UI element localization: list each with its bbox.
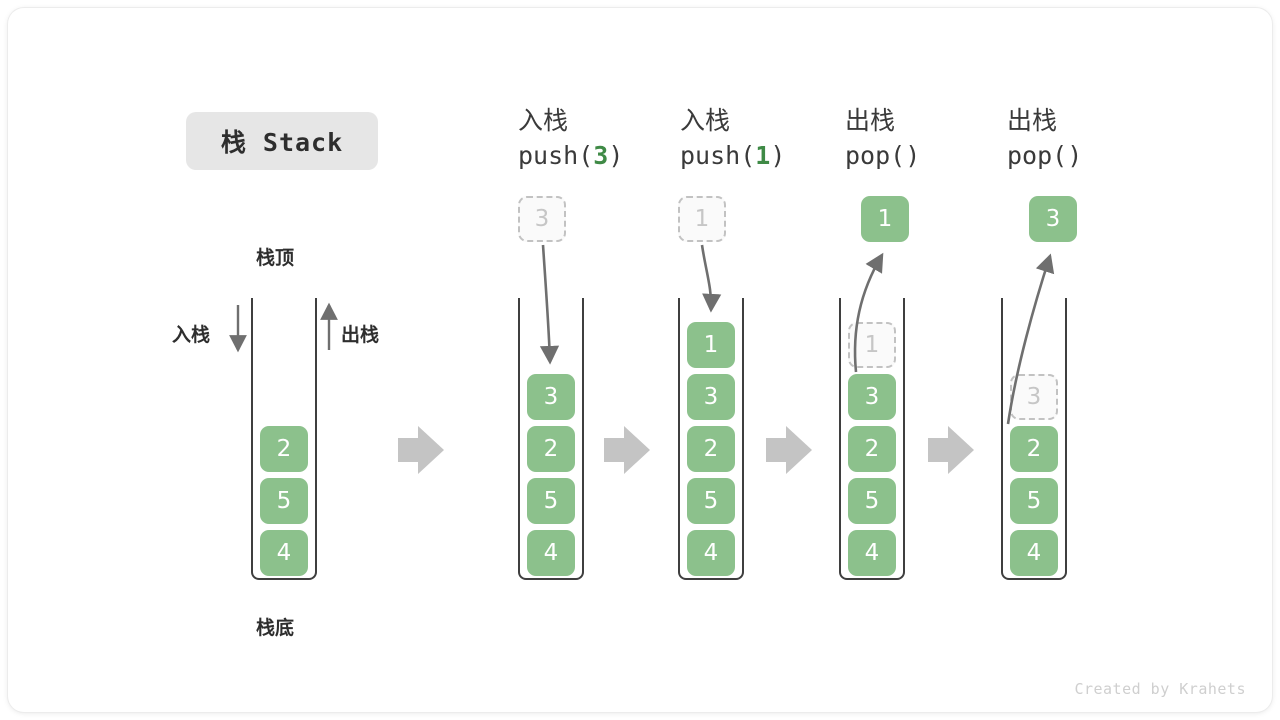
code-prefix: push( bbox=[518, 141, 594, 170]
popped-element-3: 3 bbox=[1029, 196, 1077, 242]
stack-element: 4 bbox=[527, 530, 575, 576]
stack-element: 2 bbox=[687, 426, 735, 472]
stack-element: 3 bbox=[848, 374, 896, 420]
stack-element: 4 bbox=[848, 530, 896, 576]
incoming-element-1: 1 bbox=[678, 196, 726, 242]
popped-element-1: 1 bbox=[861, 196, 909, 242]
code-suffix: ) bbox=[608, 141, 624, 170]
stack-slots-push-3: 3 2 5 4 bbox=[521, 374, 581, 576]
watermark-credit: Created by Krahets bbox=[1074, 680, 1246, 698]
incoming-element-3: 3 bbox=[518, 196, 566, 242]
stack-element: 5 bbox=[687, 478, 735, 524]
column-header-code: push(3) bbox=[518, 138, 698, 174]
stack-element: 4 bbox=[687, 530, 735, 576]
column-header-push-1: 入栈 push(1) bbox=[680, 104, 860, 174]
stack-slots-initial: 2 5 4 bbox=[254, 426, 314, 576]
stack-element: 5 bbox=[260, 478, 308, 524]
stack-element-ghost: 1 bbox=[848, 322, 896, 368]
column-header-pop-3: 出栈 pop() bbox=[1007, 104, 1187, 174]
stack-container-pop-3: 3 2 5 4 bbox=[1001, 298, 1067, 580]
stack-slots-push-1: 1 3 2 5 4 bbox=[681, 322, 741, 576]
column-header-cn: 出栈 bbox=[845, 106, 896, 135]
stack-top-label: 栈顶 bbox=[256, 247, 295, 269]
pop-direction-label: 出栈 bbox=[341, 324, 380, 346]
stack-element: 4 bbox=[1010, 530, 1058, 576]
stack-container-pop-1: 1 3 2 5 4 bbox=[839, 298, 905, 580]
code-suffix: ) bbox=[905, 141, 921, 170]
stack-element: 1 bbox=[687, 322, 735, 368]
stack-container-push-1: 1 3 2 5 4 bbox=[678, 298, 744, 580]
code-arg: 1 bbox=[755, 141, 771, 170]
stack-slots-pop-1: 1 3 2 5 4 bbox=[842, 322, 902, 576]
code-prefix: push( bbox=[680, 141, 756, 170]
column-header-cn: 出栈 bbox=[1007, 106, 1058, 135]
stack-element: 3 bbox=[687, 374, 735, 420]
stack-element-ghost: 3 bbox=[1010, 374, 1058, 420]
stack-element: 5 bbox=[527, 478, 575, 524]
page-title: 栈 Stack bbox=[186, 112, 378, 170]
column-header-code: pop() bbox=[845, 138, 1025, 174]
code-arg: 3 bbox=[593, 141, 609, 170]
push-direction-label: 入栈 bbox=[172, 324, 211, 346]
column-header-push-3: 入栈 push(3) bbox=[518, 104, 698, 174]
code-suffix: ) bbox=[1067, 141, 1083, 170]
stack-element: 3 bbox=[527, 374, 575, 420]
column-header-cn: 入栈 bbox=[518, 106, 569, 135]
stack-element: 2 bbox=[1010, 426, 1058, 472]
stack-bottom-label: 栈底 bbox=[256, 617, 295, 639]
code-prefix: pop( bbox=[1007, 141, 1068, 170]
stack-element: 2 bbox=[527, 426, 575, 472]
stack-element: 4 bbox=[260, 530, 308, 576]
code-prefix: pop( bbox=[845, 141, 906, 170]
stack-container-initial: 2 5 4 bbox=[251, 298, 317, 580]
column-header-cn: 入栈 bbox=[680, 106, 731, 135]
column-header-code: pop() bbox=[1007, 138, 1187, 174]
stack-element: 2 bbox=[848, 426, 896, 472]
column-header-pop-1: 出栈 pop() bbox=[845, 104, 1025, 174]
stack-container-push-3: 3 2 5 4 bbox=[518, 298, 584, 580]
stack-element: 2 bbox=[260, 426, 308, 472]
stack-element: 5 bbox=[1010, 478, 1058, 524]
code-suffix: ) bbox=[770, 141, 786, 170]
stack-element: 5 bbox=[848, 478, 896, 524]
stack-slots-pop-3: 3 2 5 4 bbox=[1004, 374, 1064, 576]
column-header-code: push(1) bbox=[680, 138, 860, 174]
